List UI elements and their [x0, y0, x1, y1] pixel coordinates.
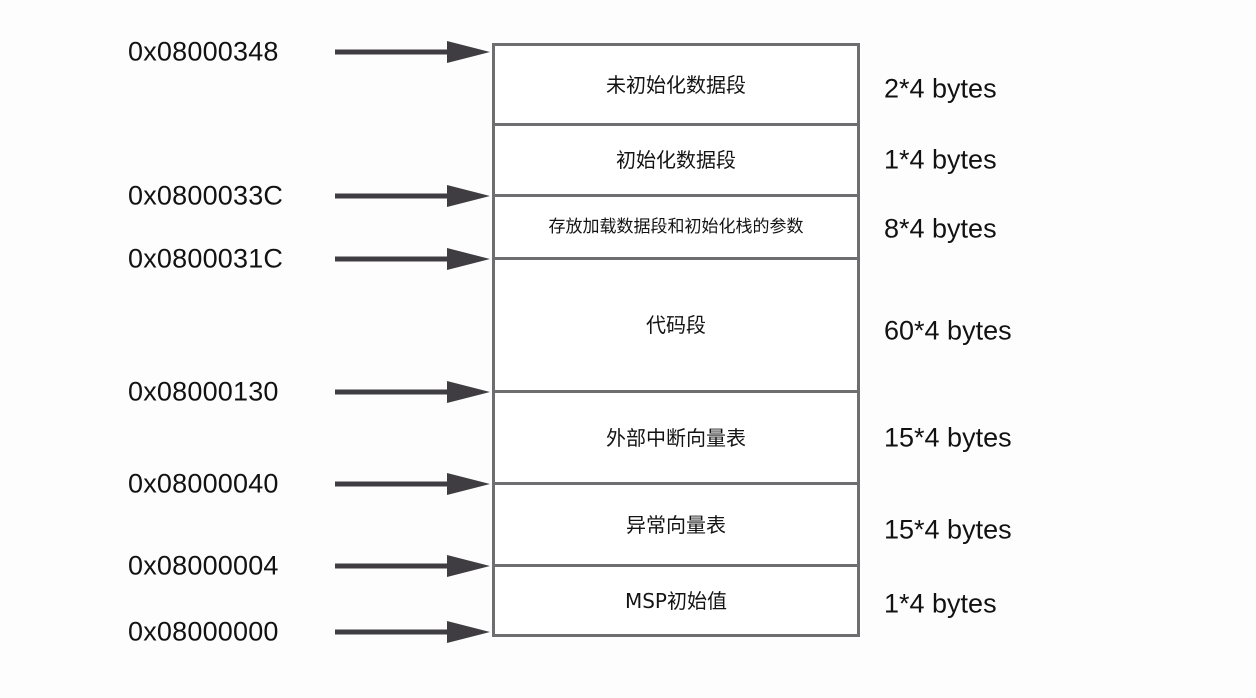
address-label-0x08000040: 0x08000040	[128, 468, 279, 499]
address-label-0x08000004: 0x08000004	[128, 550, 279, 581]
address-label-0x08000130: 0x08000130	[128, 376, 279, 407]
size-label-exception-vector-table: 15*4 bytes	[884, 514, 1012, 545]
size-label-uninitialized-data-segment: 2*4 bytes	[884, 73, 997, 104]
memory-segment-initialized-data-segment: 初始化数据段	[495, 126, 857, 197]
size-label-msp-initial-value: 1*4 bytes	[884, 588, 997, 619]
segment-label-exception-vector-table: 异常向量表	[626, 512, 726, 537]
memory-segment-code-segment: 代码段	[495, 260, 857, 393]
arrow-to-0x08000004	[335, 553, 490, 579]
arrow-to-0x08000130	[335, 379, 490, 405]
segment-label-load-data-and-stack-params: 存放加载数据段和初始化栈的参数	[548, 216, 804, 237]
address-label-0x0800033C: 0x0800033C	[128, 180, 284, 211]
arrow-to-0x08000040	[335, 471, 490, 497]
address-label-0x08000000: 0x08000000	[128, 616, 279, 647]
arrow-to-0x0800031C	[335, 246, 490, 272]
size-label-code-segment: 60*4 bytes	[884, 315, 1012, 346]
segment-label-code-segment: 代码段	[646, 313, 706, 337]
arrow-to-0x08000000	[335, 619, 490, 645]
memory-segment-exception-vector-table: 异常向量表	[495, 485, 857, 567]
size-label-external-interrupt-vector-table: 15*4 bytes	[884, 422, 1012, 453]
segment-label-external-interrupt-vector-table: 外部中断向量表	[606, 425, 746, 450]
address-label-0x0800031C: 0x0800031C	[128, 243, 284, 274]
memory-segment-msp-initial-value: MSP初始值	[495, 567, 857, 634]
memory-segment-uninitialized-data-segment: 未初始化数据段	[495, 46, 857, 126]
size-label-initialized-data-segment: 1*4 bytes	[884, 144, 997, 175]
segment-label-msp-initial-value: MSP初始值	[624, 588, 727, 613]
memory-map-box: 未初始化数据段初始化数据段存放加载数据段和初始化栈的参数代码段外部中断向量表异常…	[492, 43, 860, 637]
arrow-to-0x0800033C	[335, 183, 490, 209]
memory-segment-load-data-and-stack-params: 存放加载数据段和初始化栈的参数	[495, 197, 857, 260]
memory-segment-external-interrupt-vector-table: 外部中断向量表	[495, 393, 857, 485]
arrow-to-0x08000348	[335, 39, 490, 65]
size-label-load-data-and-stack-params: 8*4 bytes	[884, 213, 997, 244]
segment-label-initialized-data-segment: 初始化数据段	[616, 148, 736, 172]
address-label-0x08000348: 0x08000348	[128, 36, 279, 67]
segment-label-uninitialized-data-segment: 未初始化数据段	[606, 72, 746, 97]
